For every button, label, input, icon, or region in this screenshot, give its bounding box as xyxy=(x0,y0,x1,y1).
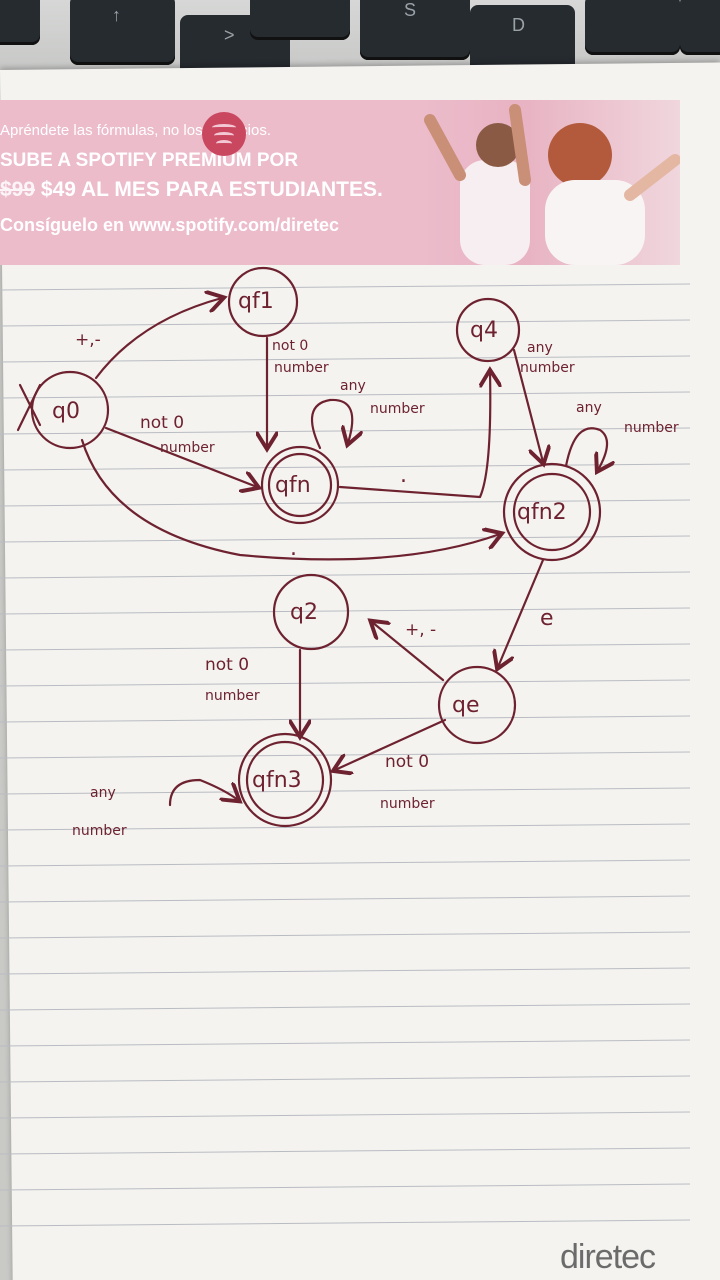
state-qfn3-label: qfn3 xyxy=(252,768,302,793)
loop-qfn2 xyxy=(564,427,607,470)
keyboard-key xyxy=(680,0,720,55)
label-q4-a: any xyxy=(527,340,553,356)
keyboard-key xyxy=(585,0,680,55)
label-qe-qfn3-a: not 0 xyxy=(385,752,429,772)
spotify-logo xyxy=(202,112,246,156)
arrow-q0-qf1 xyxy=(94,298,222,380)
arrow-q4-qfn2 xyxy=(512,348,543,462)
label-q2-qfn3-a: not 0 xyxy=(205,655,249,675)
state-q4: q4 xyxy=(455,297,521,363)
loop-qfn xyxy=(310,398,352,450)
state-q2-label: q2 xyxy=(290,600,318,625)
spotify-ad-banner: Apréndete las fórmulas, no los anuncios.… xyxy=(0,100,680,265)
state-qfn: qfn xyxy=(260,445,340,525)
label-qe-q2: +, - xyxy=(405,620,436,640)
state-q0-label: q0 xyxy=(52,399,80,424)
state-qf1-label: qf1 xyxy=(238,289,274,314)
ad-old-price: $99 xyxy=(0,178,36,201)
arrow-qfn2-qe xyxy=(498,558,545,667)
label-qfn2-qe: e xyxy=(540,606,554,631)
label-q2-qfn3-b: number xyxy=(205,688,260,704)
arrow-qfn-dot xyxy=(338,372,490,499)
key-label: ↑ xyxy=(112,5,121,25)
label-qf1-qfn-b: number xyxy=(274,360,329,376)
loop-qfn3 xyxy=(168,778,238,807)
ad-price: $99 $49 AL MES PARA ESTUDIANTES. xyxy=(0,178,383,202)
arrow-q0-qfn xyxy=(104,426,257,487)
transition-arrows xyxy=(80,298,607,807)
label-q0-qfn-a: not 0 xyxy=(140,413,184,433)
state-qf1: qf1 xyxy=(227,266,299,338)
state-qfn-label: qfn xyxy=(275,473,311,498)
diretec-logo: diretec xyxy=(560,1238,656,1276)
label-qfn-loop-b: number xyxy=(370,401,425,417)
label-q4-b: number xyxy=(520,360,575,376)
state-q2: q2 xyxy=(272,573,350,651)
label-qfn2-loop-a: any xyxy=(576,400,602,416)
keyboard-key: S xyxy=(360,0,470,60)
key-label: D xyxy=(512,15,525,35)
key-label: > xyxy=(224,25,235,45)
keyboard-key xyxy=(0,0,40,45)
arrow-qe-q2 xyxy=(372,622,445,682)
label-qfn2-loop-b: number xyxy=(624,420,679,436)
keyboard-key: ↑ xyxy=(70,0,175,65)
ad-photo xyxy=(420,100,680,265)
state-qfn3: qfn3 xyxy=(237,732,333,828)
state-qe-label: qe xyxy=(452,693,480,718)
state-qe: qe xyxy=(437,665,517,745)
label-qfn3-loop-b: number xyxy=(72,823,127,839)
label-q0-qf1: +,- xyxy=(75,330,101,350)
label-q0-dot: . xyxy=(290,536,297,561)
state-q0: q0 xyxy=(16,370,110,450)
label-qfn-dot: . xyxy=(400,463,407,488)
ad-url: Consíguelo en www.spotify.com/diretec xyxy=(0,215,340,235)
transition-labels: +,- not 0 number not 0 number any number… xyxy=(72,330,679,839)
ad-new-price: $49 AL MES PARA ESTUDIANTES. xyxy=(40,178,383,201)
ad-people-illustration xyxy=(424,104,680,265)
state-qfn2: qfn2 xyxy=(502,462,602,562)
keyboard-key xyxy=(250,0,350,40)
key-label: S xyxy=(404,0,417,20)
arrow-qe-qfn3 xyxy=(335,718,447,770)
label-q0-qfn-b: number xyxy=(160,440,215,456)
state-qfn2-label: qfn2 xyxy=(517,500,567,525)
label-qf1-qfn-a: not 0 xyxy=(272,338,308,354)
label-qfn-loop-a: any xyxy=(340,378,366,394)
label-qe-qfn3-b: number xyxy=(380,796,435,812)
state-q4-label: q4 xyxy=(470,318,498,343)
arrow-q0-dot xyxy=(80,438,500,561)
label-qfn3-loop-a: any xyxy=(90,785,116,801)
